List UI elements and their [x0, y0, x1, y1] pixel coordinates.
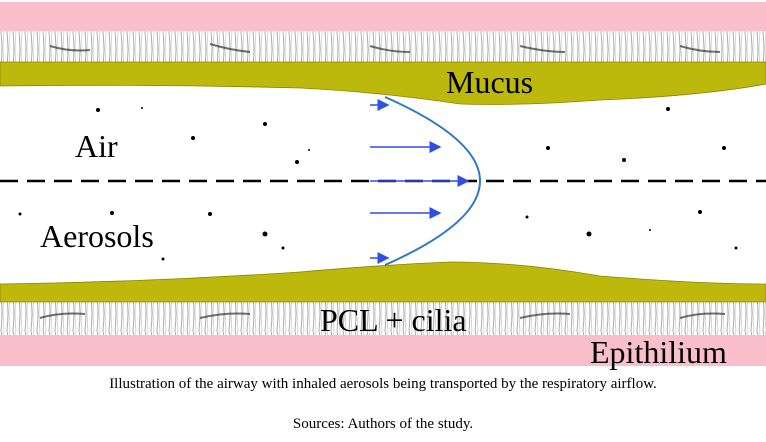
label-aerosols: Aerosols: [40, 218, 154, 254]
velocity-profile-curve: [384, 96, 481, 266]
label-air: Air: [75, 128, 118, 164]
cilia-top-dark-strokes: [49, 43, 721, 53]
mucus-bottom: [0, 261, 766, 303]
cilia-bottom-dark-strokes: [39, 312, 726, 319]
label-mucus: Mucus: [446, 64, 534, 100]
velocity-arrows: [370, 99, 470, 264]
epithelium-top: [0, 2, 766, 31]
figure-caption: Illustration of the airway with inhaled …: [109, 376, 657, 392]
mucus-top: [0, 61, 766, 105]
label-pcl-cilia: PCL + cilia: [320, 302, 467, 338]
epithelium-bottom: [0, 335, 766, 366]
cilia-top: [0, 31, 766, 62]
aerosol-particles: [18, 107, 738, 261]
label-epithelium: Epithilium: [590, 334, 727, 370]
airway-diagram: [0, 2, 766, 366]
cilia-bottom: [0, 302, 766, 335]
figure-sources: Sources: Authors of the study.: [292, 416, 474, 432]
